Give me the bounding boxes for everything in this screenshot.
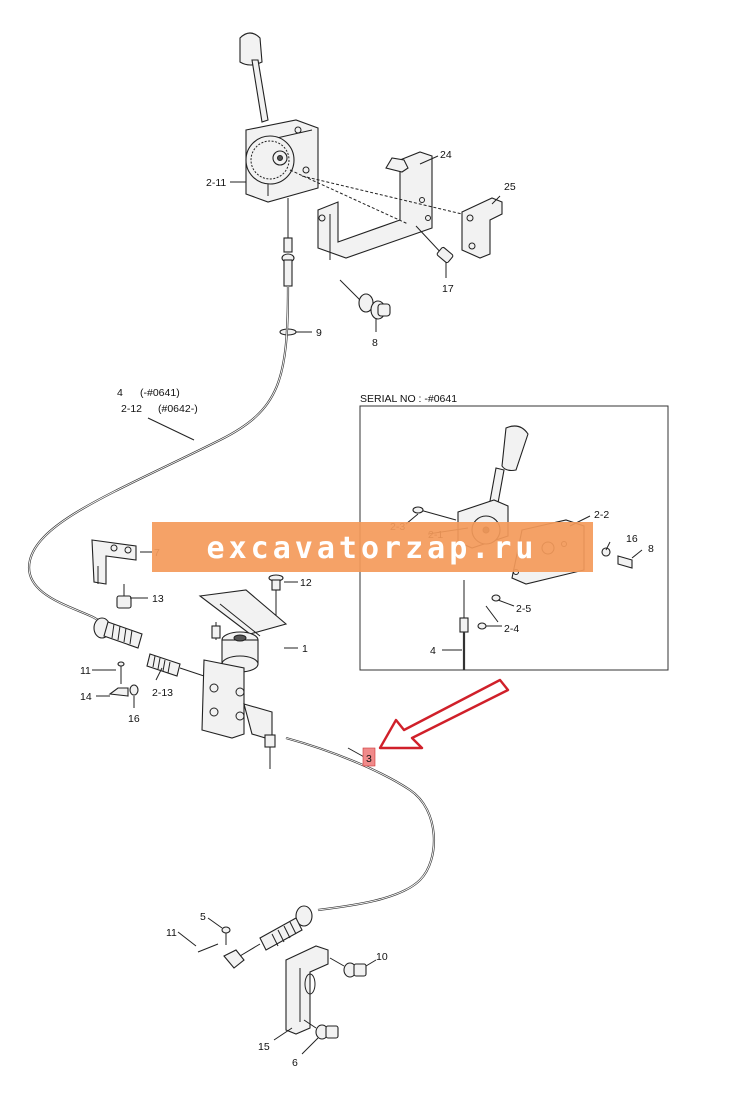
bolt [116,584,132,609]
cable-end-lower [223,905,313,969]
label-2-12-note: (#0642-) [158,403,198,415]
pointer-arrow [378,678,510,750]
label-15: 15 [258,1041,270,1053]
lower-bracket [285,945,329,1035]
washer [129,684,139,696]
control-lever-assembly [239,32,319,203]
bolt [268,574,284,616]
label-8: 8 [372,337,378,349]
label-16: 16 [128,713,140,725]
label-11: 11 [80,665,91,677]
pin [221,926,231,945]
bolt [303,1019,339,1040]
bolt [329,957,367,978]
label-13: 13 [152,593,164,605]
clevis-pin [108,687,129,697]
label-17: 17 [442,283,454,295]
side-bracket [461,197,503,259]
label-25: 25 [504,181,516,193]
label-5: 5 [200,911,206,923]
inset-label-4: 4 [430,645,436,657]
throttle-unit [198,589,288,769]
inset-label-16: 16 [626,533,638,545]
label-2-11: 2-11 [206,177,226,189]
bolt [415,225,454,264]
label-1: 1 [302,643,308,655]
label-2-13: 2-13 [152,687,173,699]
highlight-box [362,747,376,767]
inset-label-8: 8 [648,543,654,555]
label-10: 10 [376,951,388,963]
watermark: excavatorzap.ru [152,522,593,572]
bolt [339,279,391,320]
label-3: 3 [366,753,372,765]
cotter-pin [197,943,219,953]
inset-label-2-5: 2-5 [516,603,531,615]
inset-label-2-2: 2-2 [594,509,609,521]
watermark-text: excavatorzap.ru [207,531,538,566]
cable-end-upper [279,198,297,336]
label-2-12: 2-12 [121,403,142,415]
label-4: 4 [117,387,123,399]
inset-label-2-4: 2-4 [504,623,519,635]
mounting-bracket [317,151,433,260]
cable-bracket [91,539,137,585]
inset-title: SERIAL NO : -#0641 [360,393,457,405]
label-11-lower: 11 [166,927,177,939]
label-4-note: (-#0641) [140,387,180,399]
pin [117,661,125,684]
cable-end-lower-left [93,617,205,677]
label-24: 24 [440,149,452,161]
label-9: 9 [316,327,322,339]
label-14: 14 [80,691,92,703]
label-12: 12 [300,577,312,589]
label-6: 6 [292,1057,298,1069]
